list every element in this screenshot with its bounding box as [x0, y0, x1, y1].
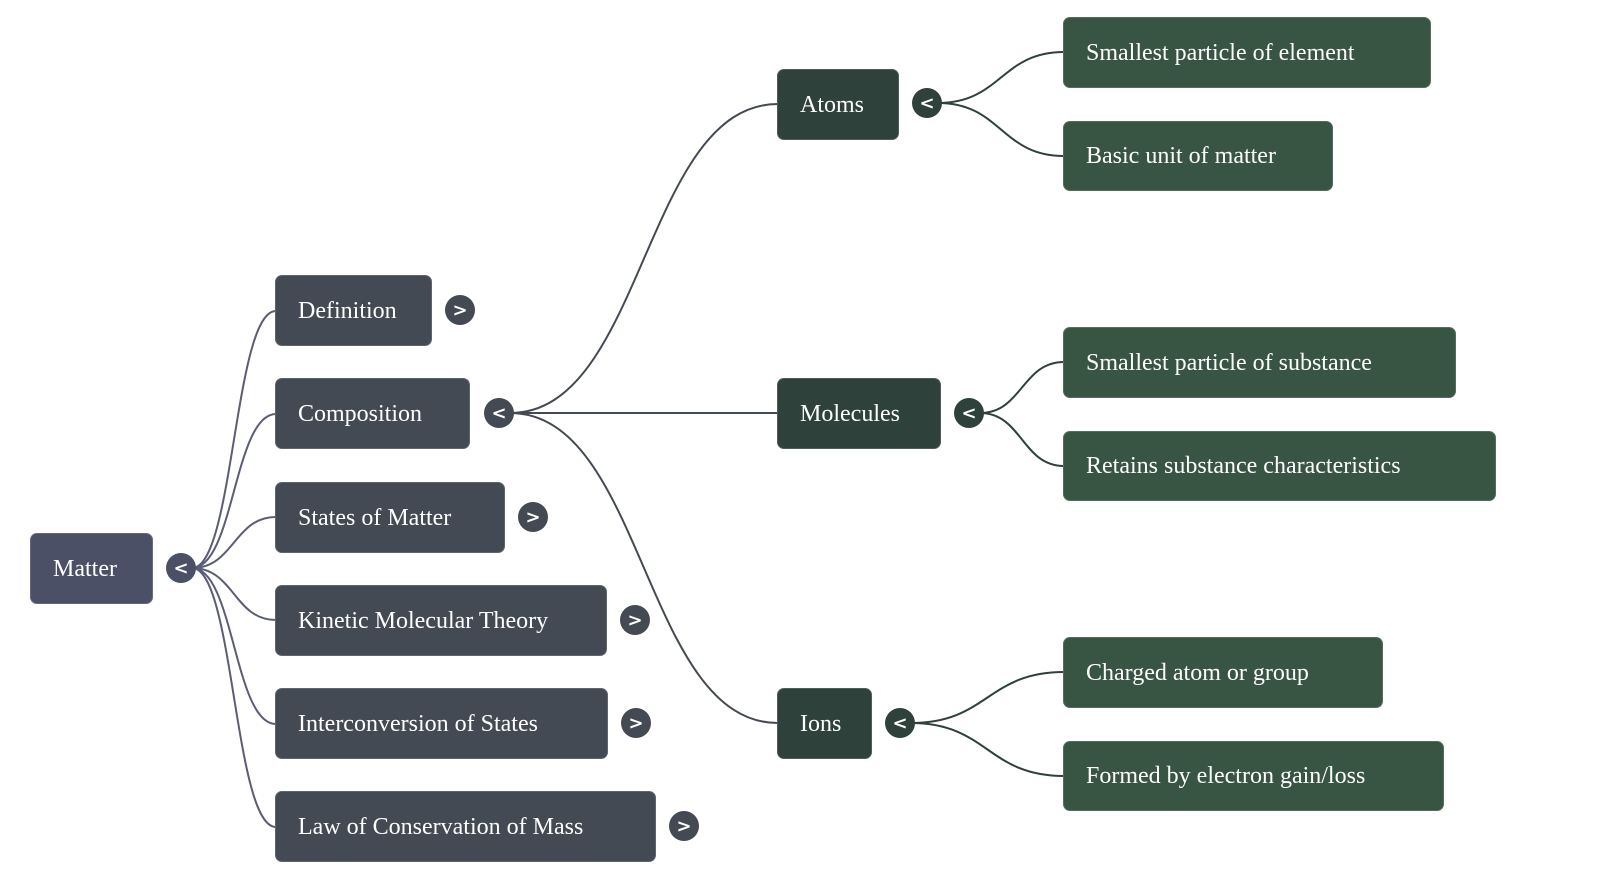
node-states-of-matter[interactable]: States of Matter: [275, 482, 505, 553]
node-smallest-particle-of-element[interactable]: Smallest particle of element: [1063, 17, 1431, 88]
expand-chevron-icon[interactable]: >: [518, 502, 548, 532]
link-ions-leaf: [910, 671, 1065, 724]
node-label: Charged atom or group: [1086, 659, 1309, 686]
node-label: Formed by electron gain/loss: [1086, 763, 1366, 789]
node-charged-atom-or-group[interactable]: Charged atom or group: [1063, 637, 1383, 708]
collapse-chevron-icon[interactable]: <: [912, 88, 942, 118]
node-label: Molecules: [800, 400, 900, 427]
link-molecules-leaf: [979, 361, 1065, 414]
node-label: Ions: [800, 710, 842, 737]
node-formed-by-electron-gain-loss[interactable]: Formed by electron gain/loss: [1063, 741, 1444, 811]
link-root-branch: [191, 516, 277, 569]
node-label: Kinetic Molecular Theory: [298, 607, 549, 634]
link-atoms-leaf: [937, 102, 1065, 157]
node-ions[interactable]: Ions: [777, 688, 872, 759]
link-composition-child: [509, 412, 779, 724]
expand-chevron-icon[interactable]: >: [620, 605, 650, 635]
node-label: Retains substance characteristics: [1086, 453, 1401, 479]
link-composition-child: [509, 103, 779, 414]
link-root-branch: [191, 567, 277, 725]
collapse-chevron-icon[interactable]: <: [954, 398, 984, 428]
node-label: Law of Conservation of Mass: [298, 813, 584, 840]
collapse-chevron-icon[interactable]: <: [885, 708, 915, 738]
link-atoms-leaf: [937, 51, 1065, 104]
node-composition[interactable]: Composition: [275, 378, 470, 449]
collapse-chevron-icon[interactable]: <: [484, 398, 514, 428]
node-law-of-conservation-of-mass[interactable]: Law of Conservation of Mass: [275, 791, 656, 862]
link-root-branch: [191, 567, 277, 621]
node-label: Atoms: [800, 91, 865, 118]
node-interconversion-of-states[interactable]: Interconversion of States: [275, 688, 608, 759]
node-label: Interconversion of States: [298, 710, 538, 737]
expand-chevron-icon[interactable]: >: [669, 811, 699, 841]
node-molecules[interactable]: Molecules: [777, 378, 941, 449]
node-label: Basic unit of matter: [1086, 143, 1276, 169]
node-kinetic-molecular-theory[interactable]: Kinetic Molecular Theory: [275, 585, 607, 656]
link-ions-leaf: [910, 722, 1065, 777]
node-retains-substance-characteristics[interactable]: Retains substance characteristics: [1063, 431, 1496, 501]
expand-chevron-icon[interactable]: >: [621, 708, 651, 738]
node-label: Composition: [298, 400, 423, 427]
link-root-branch: [191, 310, 277, 569]
node-label: Definition: [298, 297, 397, 324]
node-smallest-particle-of-substance[interactable]: Smallest particle of substance: [1063, 327, 1456, 398]
node-label: Smallest particle of substance: [1086, 349, 1372, 376]
link-root-branch: [191, 567, 277, 828]
node-label: Matter: [53, 555, 117, 582]
link-root-branch: [191, 413, 277, 569]
node-definition[interactable]: Definition: [275, 275, 432, 346]
node-label: States of Matter: [298, 504, 452, 531]
node-basic-unit-of-matter[interactable]: Basic unit of matter: [1063, 121, 1333, 191]
expand-chevron-icon[interactable]: >: [445, 295, 475, 325]
node-label: Smallest particle of element: [1086, 39, 1355, 66]
node-matter[interactable]: Matter: [30, 533, 153, 604]
node-atoms[interactable]: Atoms: [777, 69, 899, 140]
link-molecules-leaf: [979, 412, 1065, 467]
collapse-chevron-icon[interactable]: <: [166, 553, 196, 583]
